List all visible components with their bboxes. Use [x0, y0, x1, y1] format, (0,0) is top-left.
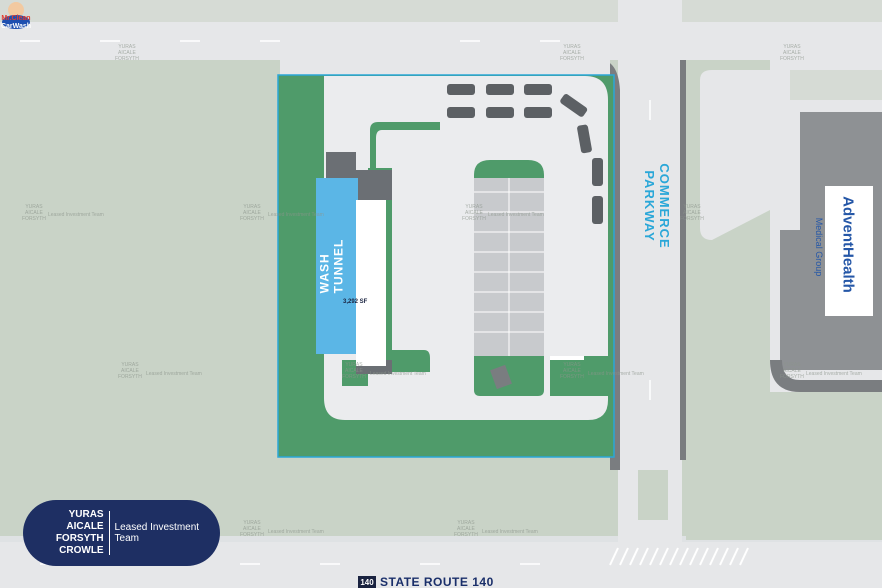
property-line	[277, 74, 615, 458]
watermark-team: Leased Investment Team	[806, 371, 862, 377]
brand-name: YURAS	[68, 509, 104, 520]
state-route-label: 140 STATE ROUTE 140	[358, 575, 494, 588]
watermark-team: Leased Investment Team	[588, 371, 644, 377]
logo-bottom-text: CarWash	[1, 23, 31, 30]
adventhealth-sign: AdventHealth Medical Group	[814, 186, 873, 316]
brand-name: FORSYTH	[55, 533, 104, 544]
wash-tunnel-building	[316, 178, 358, 354]
watermark-team: Leased Investment Team	[488, 212, 544, 218]
watermark-team: Leased Investment Team	[48, 212, 104, 218]
brand-name: CROWLE	[59, 545, 104, 556]
crosswalk	[609, 547, 749, 566]
brand-badge: YURAS AICALE FORSYTH CROWLE Leased Inves…	[23, 500, 220, 566]
state-route-name: STATE ROUTE 140	[380, 575, 494, 588]
wash-tunnel-office	[356, 200, 386, 366]
commerce-parkway-label: COMMERCE PARKWAY	[642, 163, 672, 249]
mr-clean-carwash-logo: Mr.Clean CarWash	[1, 2, 31, 30]
parking-stripes	[474, 178, 544, 356]
north-road	[0, 22, 882, 60]
wash-tunnel-label: WASH TUNNEL	[317, 238, 345, 294]
brand-names: YURAS AICALE FORSYTH CROWLE	[45, 509, 104, 557]
equipment-room	[326, 152, 356, 180]
logo-top-text: Mr.Clean	[1, 15, 30, 22]
brand-divider	[108, 511, 110, 555]
route-shield-icon: 140	[358, 576, 376, 588]
adventhealth-name: AdventHealth	[839, 196, 857, 293]
dumpster-enclosure	[490, 364, 512, 390]
watermark-team: Leased Investment Team	[146, 371, 202, 377]
queued-cars	[447, 84, 603, 224]
brand-name: AICALE	[66, 521, 104, 532]
brand-team: Leased Investment Team	[114, 522, 200, 544]
watermark-team: Leased Investment Team	[370, 371, 426, 377]
watermark-team: Leased Investment Team	[268, 212, 324, 218]
building-area-label: 3,292 SF	[343, 299, 368, 305]
watermark-team: Leased Investment Team	[482, 529, 538, 535]
watermark-team: Leased Investment Team	[268, 529, 324, 535]
adventhealth-subtitle: Medical Group	[814, 217, 824, 277]
